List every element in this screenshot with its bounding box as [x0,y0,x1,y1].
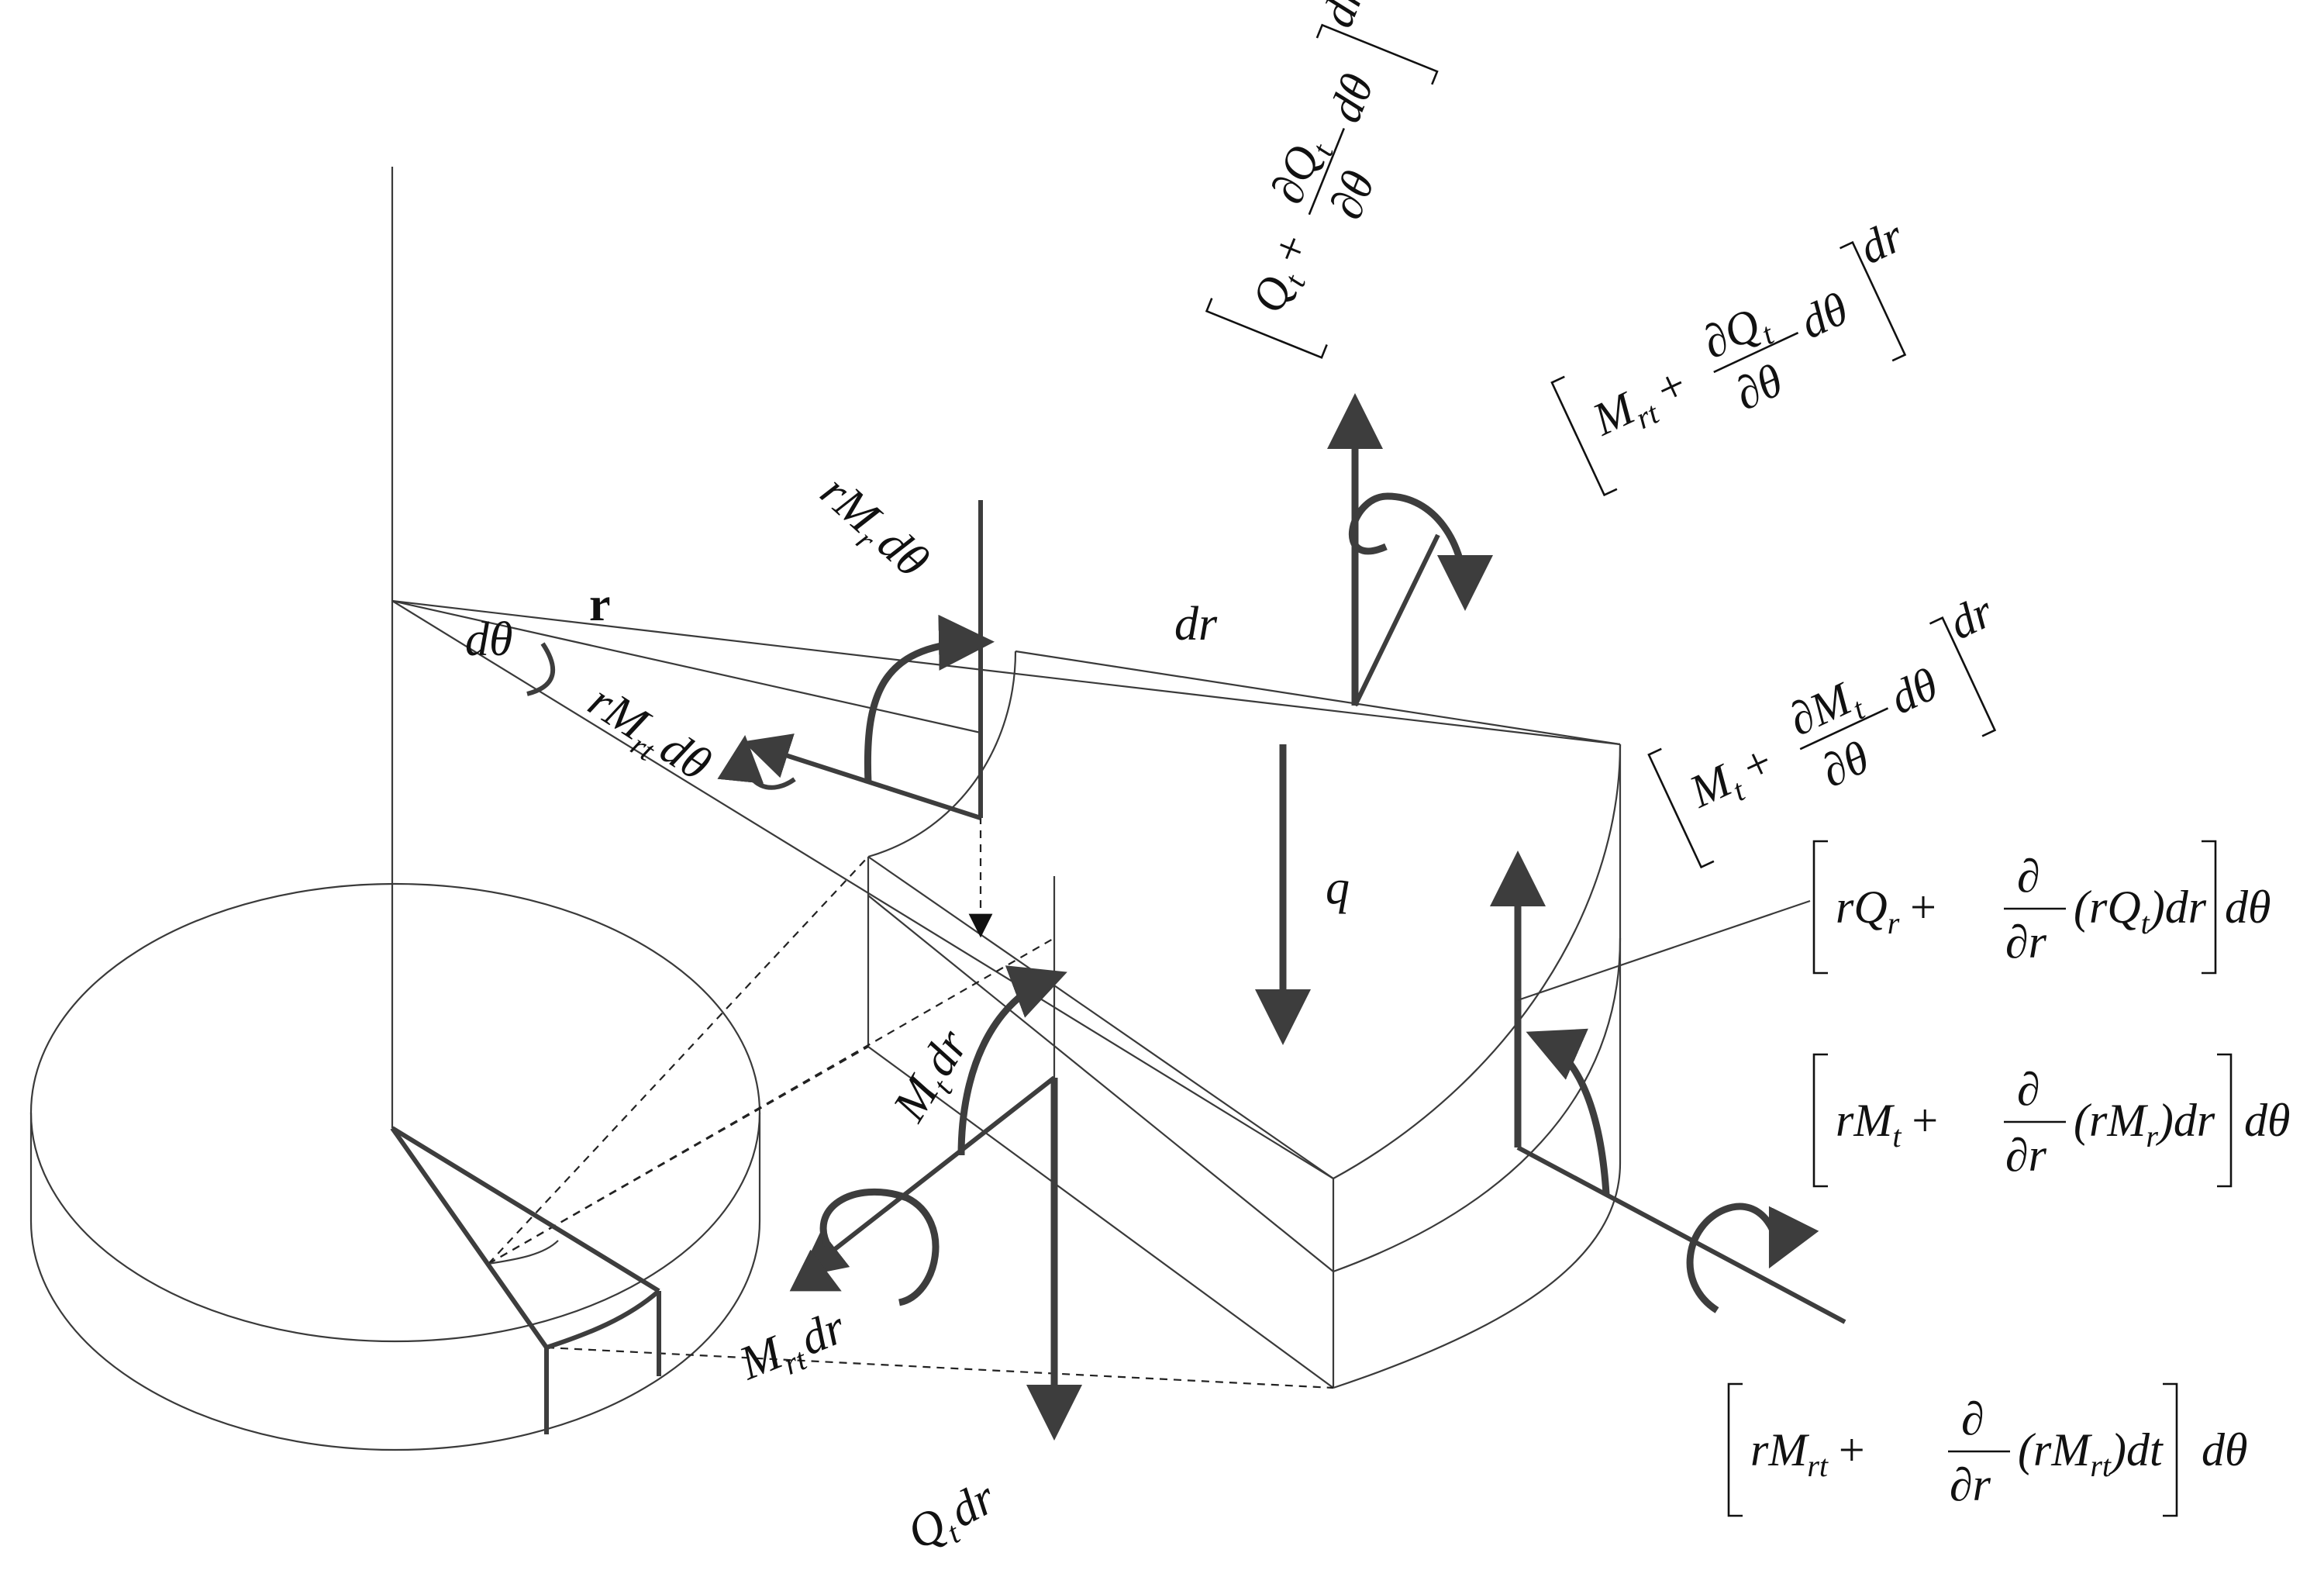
svg-text:∂: ∂ [1961,1393,1984,1444]
svg-text:∂: ∂ [2017,1064,2040,1115]
equation-mrt-plus: Mrt+ ∂Qt ∂θ dθ dr [1550,209,1912,497]
label-dr-top: dr [1174,598,1218,651]
moment-rmt-arrow [1526,1028,1610,1195]
svg-text:Qtdr: Qtdr [899,1471,1008,1566]
svg-text:rMrdθ: rMrdθ [806,465,939,593]
svg-text:dθ: dθ [1319,67,1383,129]
equation-mt-plus: Mt+ ∂Mt ∂θ dθ dr [1647,585,2002,869]
moment-rmrt-arrow [717,735,796,790]
svg-text:∂θ: ∂θ [1814,731,1877,797]
equation-rmrt: rMrt+ ∂ ∂r (rMrt)dt dθ [1727,1382,2247,1517]
svg-text:∂r: ∂r [1950,1459,1991,1510]
label-mrt-dr: Mrtdr [732,1300,856,1396]
label-r: r [589,578,611,631]
moment-mt-arrow [957,965,1067,1156]
equation-rqr: rQr+ ∂ ∂r (rQt)dr dθ [1812,840,2271,975]
svg-text:dθ: dθ [2202,1424,2247,1475]
moment-mrt-top [1348,492,1493,611]
equation-rmt: rMt+ ∂ ∂r (rMr)dr dθ [1812,1053,2290,1188]
svg-text:dr: dr [1852,209,1912,274]
projection-lines [488,733,1334,1389]
moment-rmrt-right [1686,1203,1819,1313]
svg-text:∂θ: ∂θ [1727,354,1790,420]
dtheta-arc [526,642,555,696]
disk [29,882,761,1451]
leader-line-rqr [1517,899,1811,1002]
svg-text:dr: dr [1942,585,2002,650]
rmt-axis [1516,1145,1846,1324]
svg-text:rQr+: rQr+ [1836,882,1939,940]
twist-axis-top [1353,533,1440,707]
base-wedge [390,1126,661,1434]
svg-text:(rQt)dr: (rQt)dr [2074,882,2207,940]
plate-element [867,650,1622,1389]
svg-text:dθ: dθ [1882,658,1946,724]
svg-text:∂r: ∂r [2005,916,2047,968]
label-rmrt-dtheta: rMrtdθ [575,675,719,797]
svg-text:dθ: dθ [2244,1095,2290,1146]
label-rmr-dtheta: rMrdθ [806,465,939,593]
svg-text:dθ: dθ [2225,882,2271,933]
svg-text:Mrt+: Mrt+ [1584,357,1699,453]
svg-text:Qt+: Qt+ [1242,225,1327,323]
svg-text:(rMr)dr: (rMr)dr [2074,1095,2215,1154]
svg-text:dθ: dθ [1792,282,1856,348]
svg-text:rMrtdθ: rMrtdθ [575,675,719,797]
sector-lines [391,599,1621,1179]
equation-qt-plus: Qt+ ∂Qt ∂θ dθ dr [1205,0,1439,359]
moment-rmr-arrow [864,614,995,784]
svg-text:rMrt+: rMrt+ [1750,1424,1867,1483]
svg-text:∂θ: ∂θ [1320,164,1384,226]
svg-text:∂: ∂ [2017,851,2040,902]
label-qt-dr: Qtdr [899,1471,1008,1566]
svg-text:Mrtdr: Mrtdr [732,1300,856,1396]
svg-text:∂r: ∂r [2005,1130,2047,1181]
svg-text:Mt+: Mt+ [1681,734,1785,824]
svg-text:(rMrt)dt: (rMrt)dt [2018,1424,2164,1483]
mrt-axis [798,1075,1056,1278]
label-dtheta: dθ [465,613,512,666]
moment-mrt-arrow [819,1188,940,1306]
label-q: q [1326,861,1350,914]
svg-text:rMt+: rMt+ [1836,1095,1940,1154]
